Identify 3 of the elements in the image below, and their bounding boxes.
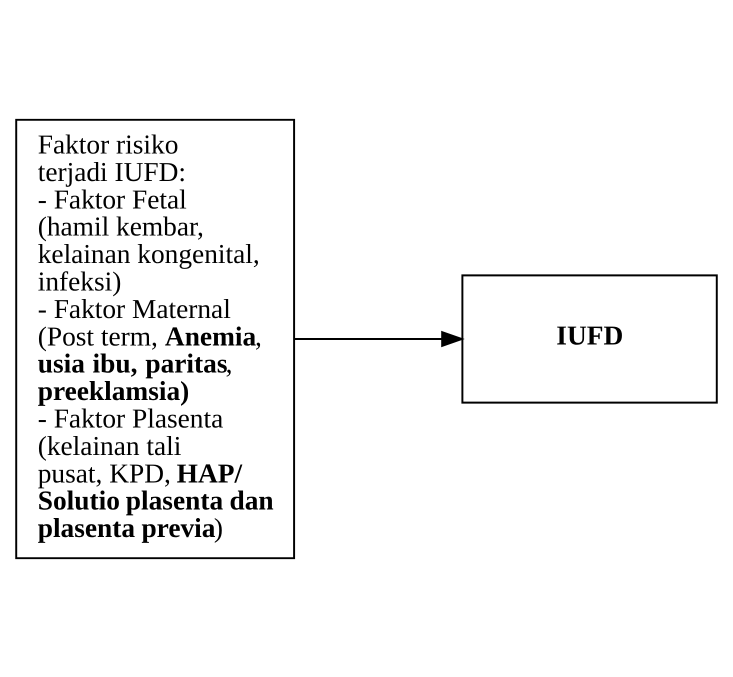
arrow [294, 330, 465, 347]
node-box: IUFD [461, 274, 718, 404]
node-box: Faktor risiko terjadi IUFD: - Faktor Fetal (hamil kembar, kelainan kongenital, infeksi) - Faktor Maternal (Post term, Anemia, usia ibu, paritas, preeklamsia) - Faktor Plasenta (kelainan tali pusat, KPD, HAP/ Solutio plasenta dan plasenta previa) [15, 118, 296, 559]
